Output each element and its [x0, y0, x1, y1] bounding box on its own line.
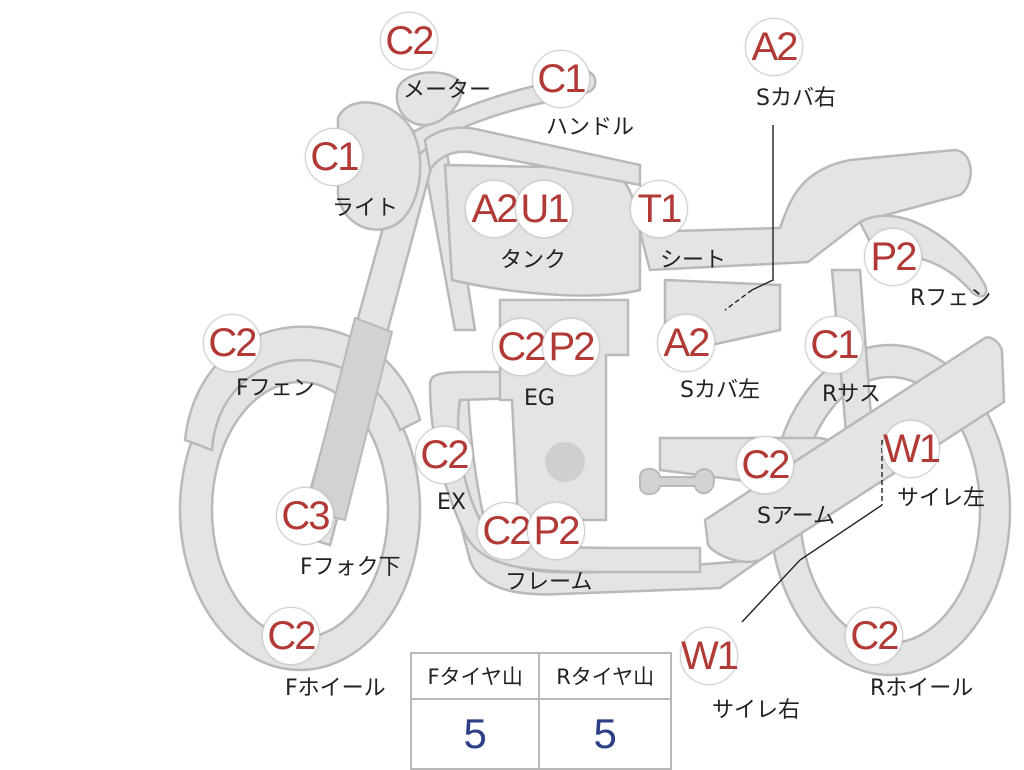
code-side-cover-left-1: A2 — [657, 314, 715, 372]
label-exhaust: EX — [437, 490, 466, 515]
code-muffler-left-1: W1 — [882, 420, 941, 478]
badge-front-fork-lower: C3 — [276, 487, 334, 545]
badge-front-wheel: C2 — [262, 607, 320, 665]
label-engine: EG — [524, 386, 555, 411]
badge-side-cover-left: A2 — [657, 314, 715, 372]
label-rear-suspension: Rサス — [822, 382, 881, 407]
leader-side-cover-right — [751, 125, 774, 291]
label-muffler-right: サイレ右 — [712, 698, 801, 723]
badge-light: C1 — [305, 128, 363, 186]
code-exhaust-1: C2 — [415, 426, 473, 484]
label-frame: フレーム — [505, 570, 593, 595]
seat-shape — [638, 148, 972, 272]
badge-handle: C1 — [532, 50, 590, 108]
code-engine-2: P2 — [542, 318, 600, 376]
code-seat-1: T1 — [630, 180, 688, 238]
code-front-fork-lower-1: C3 — [276, 487, 334, 545]
header-rear-tire: Rタイヤ山 — [538, 652, 672, 700]
label-side-cover-left: Sカバ左 — [680, 378, 760, 403]
code-front-wheel-1: C2 — [262, 607, 320, 665]
engine-hub — [545, 442, 585, 482]
label-handle: ハンドル — [546, 115, 635, 140]
tread-value-row: 5 5 — [409, 698, 672, 770]
code-frame-1: C2 — [477, 502, 535, 560]
label-seat: シート — [660, 248, 727, 273]
badge-frame: C2 P2 — [477, 502, 585, 560]
badge-meter: C2 — [380, 12, 438, 70]
label-side-cover-right: Sカバ右 — [756, 86, 836, 111]
footpeg-shape — [639, 467, 716, 496]
label-light: ライト — [332, 196, 399, 221]
code-rear-wheel-1: C2 — [845, 607, 903, 665]
tread-header-row: Fタイヤ山 Rタイヤ山 — [409, 652, 672, 700]
code-rear-suspension-1: C1 — [805, 316, 863, 374]
code-light-1: C1 — [305, 128, 363, 186]
label-meter: メーター — [403, 78, 492, 103]
value-rear-tire: 5 — [538, 698, 672, 770]
label-front-fender: Fフェン — [236, 376, 315, 401]
leader-side-cover-right-dash — [724, 289, 753, 311]
badge-swing-arm: C2 — [736, 436, 794, 494]
label-rear-wheel: Rホイール — [870, 676, 974, 701]
badge-muffler-right: W1 — [680, 627, 739, 685]
muffler-shape — [703, 336, 1006, 563]
code-rear-fender-1: P2 — [864, 228, 922, 286]
code-swing-arm-1: C2 — [736, 436, 794, 494]
badge-engine: C2 P2 — [492, 318, 600, 376]
label-rear-fender: Rフェン — [910, 286, 992, 311]
value-front-tire: 5 — [409, 698, 541, 770]
fork-lower-shape — [304, 316, 394, 522]
code-front-fender-1: C2 — [203, 314, 261, 372]
meter-shape — [395, 71, 464, 127]
code-tank-2: U1 — [515, 180, 573, 238]
label-muffler-left: サイレ左 — [897, 486, 986, 511]
badge-exhaust: C2 — [415, 426, 473, 484]
code-meter-1: C2 — [380, 12, 438, 70]
badge-seat: T1 — [630, 180, 688, 238]
badge-front-fender: C2 — [203, 314, 261, 372]
label-front-wheel: Fホイール — [285, 676, 386, 701]
label-tank: タンク — [500, 248, 567, 273]
tire-tread-table: Fタイヤ山 Rタイヤ山 5 5 — [409, 652, 672, 770]
code-engine-1: C2 — [492, 318, 550, 376]
headlight-shape — [336, 101, 422, 231]
header-front-tire: Fタイヤ山 — [409, 652, 541, 700]
code-frame-2: P2 — [527, 502, 585, 560]
badge-muffler-left: W1 — [882, 420, 941, 478]
frame-top-shape — [423, 126, 642, 187]
badge-rear-fender: P2 — [864, 228, 922, 286]
code-tank-1: A2 — [465, 180, 523, 238]
badge-rear-suspension: C1 — [805, 316, 863, 374]
label-front-fork-lower: Fフォク下 — [300, 555, 401, 580]
code-handle-1: C1 — [532, 50, 590, 108]
label-swing-arm: Sアーム — [757, 504, 835, 529]
badge-tank: A2 U1 — [465, 180, 573, 238]
badge-rear-wheel: C2 — [845, 607, 903, 665]
code-muffler-right-1: W1 — [680, 627, 739, 685]
leader-muffler-right — [741, 504, 883, 623]
code-side-cover-right-1: A2 — [745, 18, 803, 76]
badge-side-cover-right: A2 — [745, 18, 803, 76]
